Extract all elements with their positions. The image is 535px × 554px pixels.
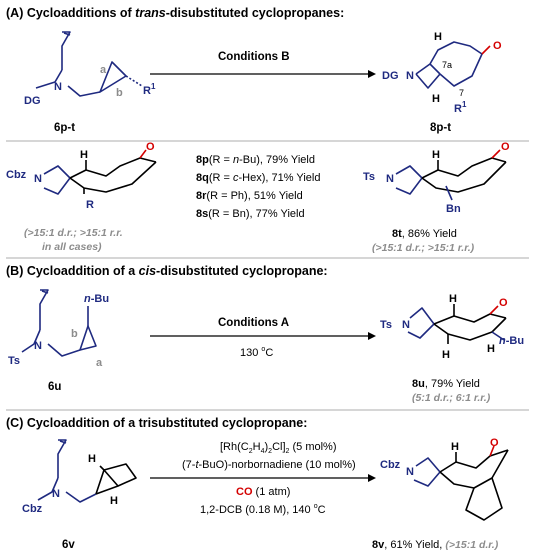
condition-co: CO (1 atm) [236,486,290,498]
ts-label-8t: Ts [363,171,375,183]
nitrogen-label-prod: N [406,70,414,82]
n-label-left: N [34,173,42,185]
label-6u: 6u [48,381,61,393]
result-8p: 8p(R = n-Bu), 79% Yield [196,154,315,166]
nitrogen-label: N [54,81,62,93]
ts-label-8u: Ts [380,319,392,331]
note-8u: (5:1 d.r.; 6:1 r.r.) [412,392,491,404]
bond-a-label: a [100,64,107,76]
h-label-8u-top: H [449,293,457,305]
structure-8p-t: N DG O H H 7a 7 R1 [382,31,502,115]
section-c-header: (C) Cycloaddition of a trisubstituted cy… [6,416,307,430]
result-8r: 8r(R = Ph), 51% Yield [196,190,303,202]
o-label-8t: O [501,141,510,153]
r1-label-prod: R1 [454,100,467,115]
n-label-8v: N [406,466,414,478]
note-8t: (>15:1 d.r.; >15:1 r.r.) [372,242,475,254]
arrowhead-b [368,332,376,340]
dg-label-prod: DG [382,70,399,82]
h-label-6v-bottom: H [110,495,118,507]
position-7a: 7a [442,60,452,70]
label-6p-t: 6p-t [54,122,75,134]
label-6v: 6v [62,539,75,551]
yield-8v: 8v, 61% Yield, (>15:1 d.r.) [372,539,499,551]
r1-label: R1 [143,82,156,97]
n-label-8u: N [402,319,410,331]
structure-8-cbz-generic: Cbz N H R O [6,141,157,211]
bond-b-label-6u: b [71,328,78,340]
o-label-8u: O [499,297,508,309]
h-label-top: H [434,31,442,43]
arrowhead-a [368,70,376,78]
result-8q: 8q(R = c-Hex), 71% Yield [196,172,320,184]
note-left-2: in all cases) [42,241,102,253]
h-label-8t: H [432,149,440,161]
h-label-bottom: H [432,93,440,105]
nbu-label-8u: n-Bu [499,335,524,347]
yield-8t: 8t, 86% Yield [392,228,457,240]
temperature-b: 130 oC [240,346,273,359]
section-b-header: (B) Cycloaddition of a cis-disubstituted… [6,264,328,278]
bond-a-label-6u: a [96,357,103,369]
n-label-8t: N [386,173,394,185]
position-7: 7 [459,88,464,98]
nbu-label-6u: n-Bu [84,293,109,305]
h-label-6v-top: H [88,453,96,465]
bn-label-8t: Bn [446,203,461,215]
condition-catalyst: [Rh(C2H4)2Cl]2 (5 mol%) [220,441,337,455]
o-label-left: O [146,141,155,153]
n-label-6v: N [52,488,60,500]
cbz-label-6v: Cbz [22,503,43,515]
structure-8t: Ts N H Bn O [363,141,510,215]
o-label-8v: O [490,437,499,449]
structure-6p-t: N DG a b R1 [24,31,156,107]
n-label-6u: N [34,340,42,352]
structure-6u: n-Bu N Ts b a [8,289,109,369]
yield-8u: 8u, 79% Yield [412,378,480,390]
arrowhead-c [368,474,376,482]
section-a-header: (A) Cycloadditions of trans-disubstitute… [6,6,344,20]
oxygen-label: O [493,40,502,52]
h-label-8v: H [451,441,459,453]
cbz-label: Cbz [6,169,27,181]
results-list: 8p(R = n-Bu), 79% Yield 8q(R = c-Hex), 7… [196,154,320,220]
structure-8u: Ts N H H H n-Bu O [380,293,524,361]
h-label-8u-bottom: H [442,349,450,361]
structure-6v: H H N Cbz [22,439,137,515]
note-left-1: (>15:1 d.r.; >15:1 r.r. [24,227,123,239]
h-label-left: H [80,149,88,161]
conditions-b: Conditions B [218,51,290,63]
condition-solvent-temp: 1,2-DCB (0.18 M), 140 oC [200,503,326,516]
ts-label-6u: Ts [8,355,20,367]
result-8s: 8s(R = Bn), 77% Yield [196,208,305,220]
dg-label: DG [24,95,41,107]
conditions-a: Conditions A [218,317,289,329]
bond-b-label: b [116,87,123,99]
h-label-8u-right: H [487,343,495,355]
condition-ligand: (7-t-BuO)-norbornadiene (10 mol%) [182,459,356,471]
structure-8v: Cbz N H O [380,437,509,521]
label-8p-t: 8p-t [430,122,451,134]
r-label-left: R [86,199,94,211]
cbz-label-8v: Cbz [380,459,401,471]
